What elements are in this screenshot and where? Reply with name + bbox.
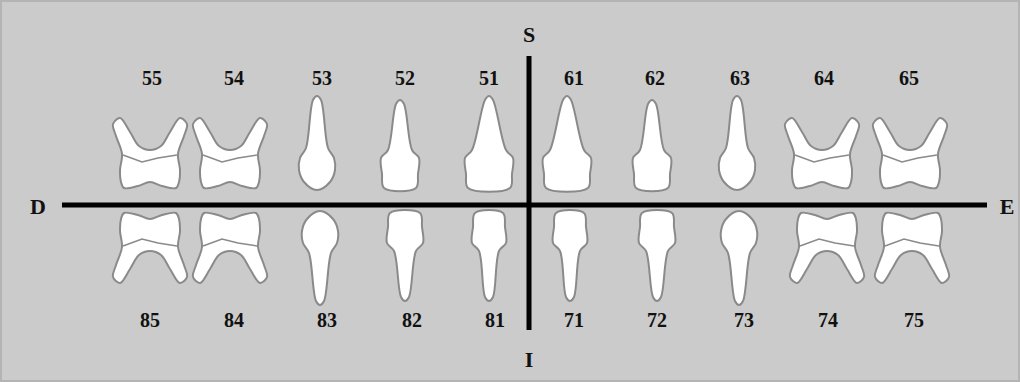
tooth-outline: [719, 96, 756, 190]
tooth-outline: [721, 211, 758, 305]
crown-line: [795, 155, 849, 162]
tooth-number: 81: [485, 310, 505, 330]
tooth-outline: [380, 100, 419, 191]
crown-line: [883, 155, 937, 162]
tooth-number: 55: [142, 68, 162, 88]
tooth-outline: [299, 96, 336, 190]
tooth-number: 65: [899, 68, 919, 88]
quadrant-letter: S: [523, 24, 535, 46]
tooth-outline: [790, 213, 864, 283]
tooth-outline: [302, 211, 339, 305]
tooth-number: 85: [140, 310, 160, 330]
quadrant-letter: D: [30, 196, 46, 218]
tooth-outline: [113, 118, 187, 188]
vertical-axis: [527, 56, 532, 330]
tooth-outline: [193, 118, 267, 188]
tooth-number: 52: [395, 68, 415, 88]
tooth-outline: [471, 210, 506, 301]
tooth-number: 51: [479, 68, 499, 88]
tooth-number: 64: [814, 68, 834, 88]
tooth-number: 84: [224, 310, 244, 330]
tooth-outline: [552, 210, 587, 301]
crown-line: [203, 155, 257, 162]
quadrant-letter: E: [1000, 196, 1015, 218]
tooth-outline: [632, 100, 671, 191]
tooth-outline: [638, 210, 675, 301]
tooth-outline: [386, 210, 423, 301]
quadrant-letter: I: [525, 349, 534, 371]
tooth-number: 73: [734, 310, 754, 330]
tooth-number: 63: [730, 68, 750, 88]
crown-line: [123, 239, 177, 246]
tooth-number: 53: [312, 68, 332, 88]
tooth-number: 54: [224, 68, 244, 88]
tooth-outline: [542, 96, 591, 192]
crown-line: [203, 239, 257, 246]
tooth-outline: [464, 96, 513, 192]
crown-line: [123, 155, 177, 162]
tooth-outline: [875, 213, 949, 283]
tooth-number: 74: [818, 310, 838, 330]
tooth-number: 71: [564, 310, 584, 330]
tooth-outline: [873, 118, 947, 188]
tooth-outline: [113, 213, 187, 283]
tooth-outline: [785, 118, 859, 188]
tooth-number: 82: [402, 310, 422, 330]
horizontal-axis: [62, 203, 987, 208]
crown-line: [800, 239, 854, 246]
tooth-number: 61: [564, 68, 584, 88]
tooth-outline: [193, 213, 267, 283]
crown-line: [885, 239, 939, 246]
tooth-number: 72: [647, 310, 667, 330]
tooth-number: 83: [317, 310, 337, 330]
tooth-number: 62: [645, 68, 665, 88]
tooth-number: 75: [904, 310, 924, 330]
